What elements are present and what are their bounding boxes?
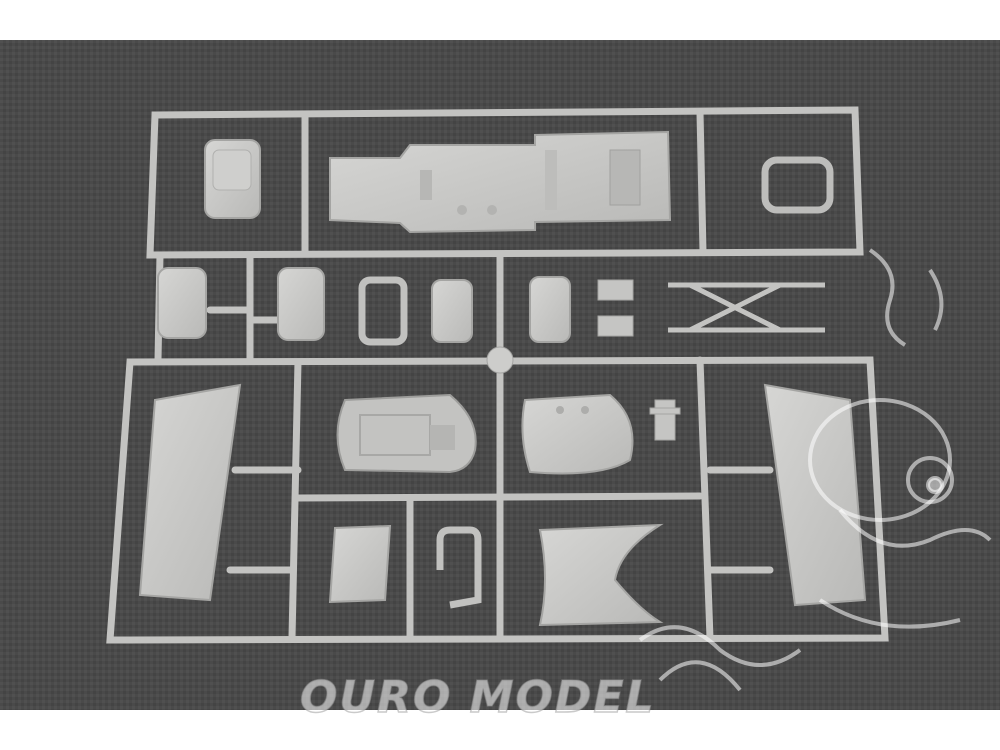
panel-part bbox=[431, 279, 473, 343]
box-part bbox=[328, 524, 392, 604]
handle-part bbox=[436, 526, 482, 609]
rudder-part-right bbox=[763, 383, 867, 607]
cockpit-floor-part bbox=[329, 130, 672, 234]
sprue-photo bbox=[0, 40, 1000, 710]
seat-part bbox=[204, 139, 261, 219]
bracket-parts bbox=[597, 279, 634, 337]
ring-frame-part bbox=[761, 156, 834, 214]
panel-part bbox=[529, 276, 571, 343]
panel-part bbox=[157, 267, 207, 339]
window-frame-part bbox=[358, 276, 408, 346]
canopy-half-part bbox=[521, 393, 634, 475]
cowling-part bbox=[538, 523, 664, 627]
fuselage-floor-part bbox=[336, 393, 477, 474]
small-fitting-part bbox=[649, 399, 681, 441]
rudder-part-left bbox=[138, 383, 242, 602]
watermark-text: OURO MODEL bbox=[299, 671, 656, 724]
strut-part bbox=[668, 282, 825, 333]
hub-part bbox=[486, 346, 514, 374]
watermark-logo bbox=[638, 248, 992, 692]
sprue-frame bbox=[106, 106, 889, 644]
panel-part bbox=[277, 267, 325, 341]
